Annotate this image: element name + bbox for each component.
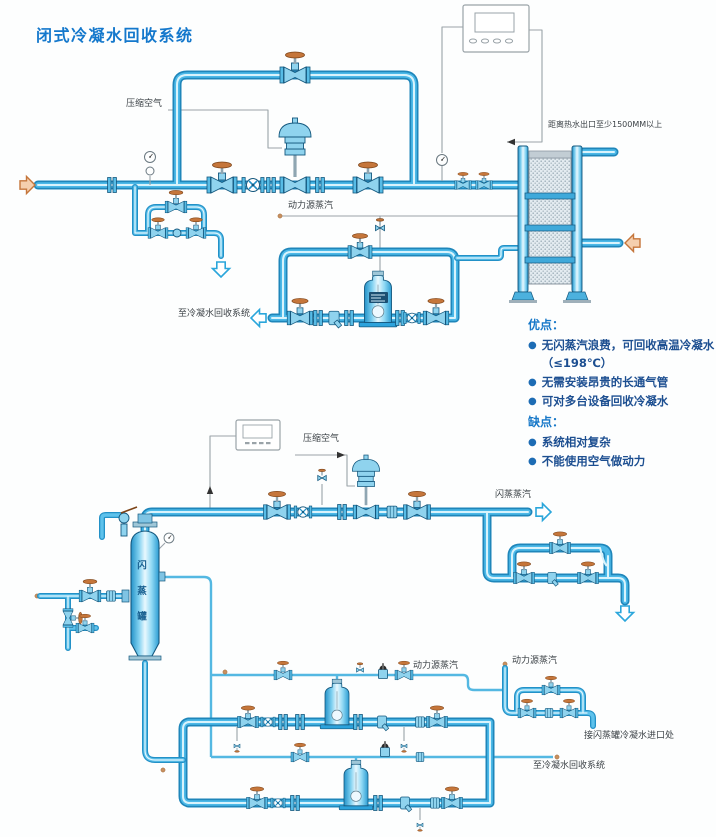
pressure-gauge	[144, 151, 156, 185]
vent-arrow-down	[615, 605, 635, 622]
label-to-recovery-top: 至冷凝水回收系统	[178, 309, 251, 319]
flash-steam-arrow	[535, 502, 552, 522]
flow-arrow-down	[211, 261, 231, 278]
drain-valve	[416, 822, 424, 832]
drain-valve	[400, 743, 408, 753]
pressure-reducer	[380, 740, 390, 757]
list-item: ●可对多台设备回收冷凝水	[528, 393, 669, 408]
controller-button	[259, 442, 264, 445]
controller-button	[266, 442, 271, 445]
coupling	[430, 797, 440, 809]
line-end-dot	[554, 754, 560, 760]
list-item: ●无需安装昂贵的长通气管	[528, 374, 669, 389]
controller-button	[492, 38, 502, 44]
control-lines-bottom	[156, 435, 355, 552]
pilot-valve	[356, 662, 364, 673]
drain-stub	[236, 727, 405, 741]
list-item: ●不能使用空气做动力	[528, 453, 646, 468]
label-flash-tank: 闪蒸罐	[135, 560, 146, 637]
tank-nozzle	[158, 571, 166, 582]
plate-heat-exchanger	[509, 145, 591, 303]
arrowhead-right	[337, 451, 345, 459]
label-power-steam-top: 动力源蒸汽	[288, 201, 334, 211]
pump-trap	[338, 759, 374, 811]
pros-cons-panel: 优点： ●无闪蒸汽浪费，可回收高温冷凝水（≤198℃） ●无需安装昂贵的长通气管…	[528, 314, 716, 472]
exchanger-foot	[565, 291, 589, 301]
control-lines-top	[168, 26, 546, 280]
list-item: ●无闪蒸汽浪费，可回收高温冷凝水（≤198℃）	[528, 338, 715, 370]
arrowhead	[507, 138, 515, 146]
flow-arrow-left	[250, 308, 267, 328]
label-to-recovery-bottom: 至冷凝水回收系统	[533, 761, 606, 771]
line-end-dot	[277, 213, 283, 219]
label-power-steam-2: 动力源蒸汽	[512, 656, 558, 666]
pros-title: 优点：	[528, 318, 565, 332]
tank-nozzle	[121, 589, 130, 603]
controller-button	[468, 38, 478, 44]
steam-valve	[394, 660, 414, 681]
coupling	[415, 752, 425, 762]
cons-title: 缺点：	[528, 414, 565, 429]
coupling	[415, 716, 425, 728]
coupling	[386, 505, 398, 519]
controller-box-bottom	[235, 419, 281, 451]
steam-trap	[172, 228, 182, 238]
drain-valve	[233, 743, 241, 753]
controller-button	[245, 442, 250, 445]
label-distance-note: 距离热水出口至少1500MM以上	[548, 120, 663, 129]
pilot-valve	[317, 468, 327, 481]
controller-screen	[242, 424, 273, 439]
cons-list: ●系统相对复杂 ●不能使用空气做动力	[528, 434, 716, 471]
label-compressed-air-top: 压缩空气	[126, 99, 163, 109]
inlet-arrow	[19, 175, 36, 195]
pump-trap	[358, 270, 398, 328]
pressure-reducer	[378, 662, 388, 679]
page-title: 闭式冷凝水回收系统	[36, 26, 194, 45]
safety-valve	[118, 506, 138, 537]
label-compressed-air-bottom: 压缩空气	[303, 434, 340, 444]
flow-meter	[293, 505, 313, 519]
tank-pressure-gauge	[163, 532, 175, 544]
list-item: ●系统相对复杂	[528, 434, 611, 449]
controller-button	[504, 38, 514, 44]
flash-tank	[121, 513, 166, 661]
label-power-steam-1: 动力源蒸汽	[413, 661, 459, 671]
arrowhead-up	[206, 486, 214, 494]
controller-button	[480, 38, 490, 44]
label-flash-steam: 闪蒸蒸汽	[495, 490, 532, 500]
check-valve	[260, 716, 276, 728]
steam-valve	[290, 742, 310, 763]
trap-fitting	[544, 708, 554, 718]
label-to-flash-tank-inlet: 接闪蒸罐冷凝水进口处	[584, 731, 675, 741]
pressure-gauge	[436, 154, 448, 181]
controller-screen	[474, 12, 515, 33]
hot-water-inlet-arrow	[624, 233, 641, 253]
controller-button	[252, 442, 257, 445]
pros-list: ●无闪蒸汽浪费，可回收高温冷凝水（≤198℃） ●无需安装昂贵的长通气管 ●可对…	[528, 337, 716, 411]
check-fitting	[106, 590, 116, 602]
line-end-dot	[160, 767, 166, 773]
line-end-dot	[222, 669, 228, 675]
pump-trap	[319, 678, 355, 730]
controller-box-top	[462, 4, 530, 53]
flow-meter	[241, 176, 265, 194]
steam-valve	[273, 660, 293, 681]
exchanger-foot	[511, 291, 535, 301]
check-valve	[270, 797, 286, 809]
bottom-diagram	[34, 419, 635, 832]
top-diagram	[19, 4, 641, 329]
check-valve	[403, 311, 421, 325]
steam-lines-bottom	[34, 575, 560, 773]
